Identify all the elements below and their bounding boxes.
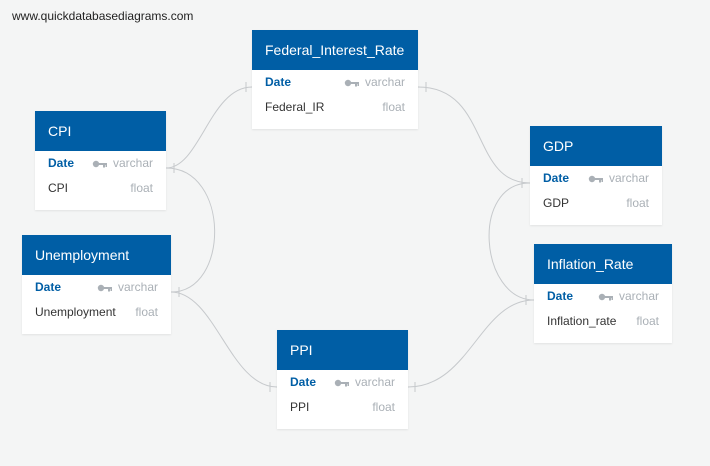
link-ppi-inflation — [407, 299, 535, 388]
table-gdp[interactable]: GDP Date varchar GDP float — [530, 126, 662, 225]
field-row[interactable]: Date varchar — [534, 284, 672, 309]
key-icon — [334, 379, 349, 386]
key-icon — [598, 293, 613, 300]
key-icon — [588, 175, 603, 182]
field-row[interactable]: GDP float — [530, 191, 662, 216]
field-type: float — [372, 400, 395, 414]
table-federal-interest-rate[interactable]: Federal_Interest_Rate Date varchar Feder… — [252, 30, 418, 129]
link-cpi-unemployment — [165, 167, 216, 293]
field-type: float — [135, 305, 158, 319]
field-name: Inflation_rate — [547, 314, 617, 328]
field-name: Date — [543, 171, 570, 185]
field-row[interactable]: Inflation_rate float — [534, 309, 672, 334]
key-icon — [92, 160, 107, 167]
table-inflation-rate[interactable]: Inflation_Rate Date varchar Inflation_ra… — [534, 244, 672, 343]
field-name: Date — [48, 156, 75, 170]
field-row[interactable]: PPI float — [277, 395, 408, 420]
table-unemployment[interactable]: Unemployment Date varchar Unemployment f… — [22, 235, 171, 334]
field-row[interactable]: Date varchar — [530, 166, 662, 191]
link-gdp-inflation — [488, 182, 535, 301]
table-title[interactable]: Federal_Interest_Rate — [252, 30, 418, 70]
field-type: float — [130, 181, 153, 195]
field-name: Date — [265, 75, 292, 89]
table-title[interactable]: GDP — [530, 126, 662, 166]
field-type: varchar — [117, 280, 158, 294]
field-row[interactable]: Date varchar — [252, 70, 418, 95]
field-type: float — [636, 314, 659, 328]
link-unemployment-ppi — [170, 291, 278, 388]
field-name: PPI — [290, 400, 310, 414]
table-title[interactable]: Inflation_Rate — [534, 244, 672, 284]
field-type: varchar — [354, 375, 395, 389]
field-row[interactable]: Date varchar — [277, 370, 408, 395]
field-name: Date — [35, 280, 62, 294]
field-row[interactable]: Federal_IR float — [252, 95, 418, 120]
field-row[interactable]: Date varchar — [35, 151, 166, 176]
field-name: CPI — [48, 181, 69, 195]
table-title[interactable]: Unemployment — [22, 235, 171, 275]
field-name: Date — [547, 289, 574, 303]
field-name: Federal_IR — [265, 100, 325, 114]
link-cpi-federal — [165, 86, 253, 169]
watermark-text: www.quickdatabasediagrams.com — [12, 9, 194, 23]
field-row[interactable]: CPI float — [35, 176, 166, 201]
field-type: float — [382, 100, 405, 114]
field-type: varchar — [608, 171, 649, 185]
table-title[interactable]: PPI — [277, 330, 408, 370]
table-ppi[interactable]: PPI Date varchar PPI float — [277, 330, 408, 429]
field-type: varchar — [112, 156, 153, 170]
table-title[interactable]: CPI — [35, 111, 166, 151]
key-icon — [97, 284, 112, 291]
field-name: Date — [290, 375, 317, 389]
field-type: varchar — [364, 75, 405, 89]
key-icon — [344, 79, 359, 86]
field-row[interactable]: Unemployment float — [22, 300, 171, 325]
field-row[interactable]: Date varchar — [22, 275, 171, 300]
field-type: float — [626, 196, 649, 210]
table-cpi[interactable]: CPI Date varchar CPI float — [35, 111, 166, 210]
field-name: Unemployment — [35, 305, 116, 319]
link-federal-gdp — [417, 86, 531, 184]
field-name: GDP — [543, 196, 570, 210]
field-type: varchar — [618, 289, 659, 303]
